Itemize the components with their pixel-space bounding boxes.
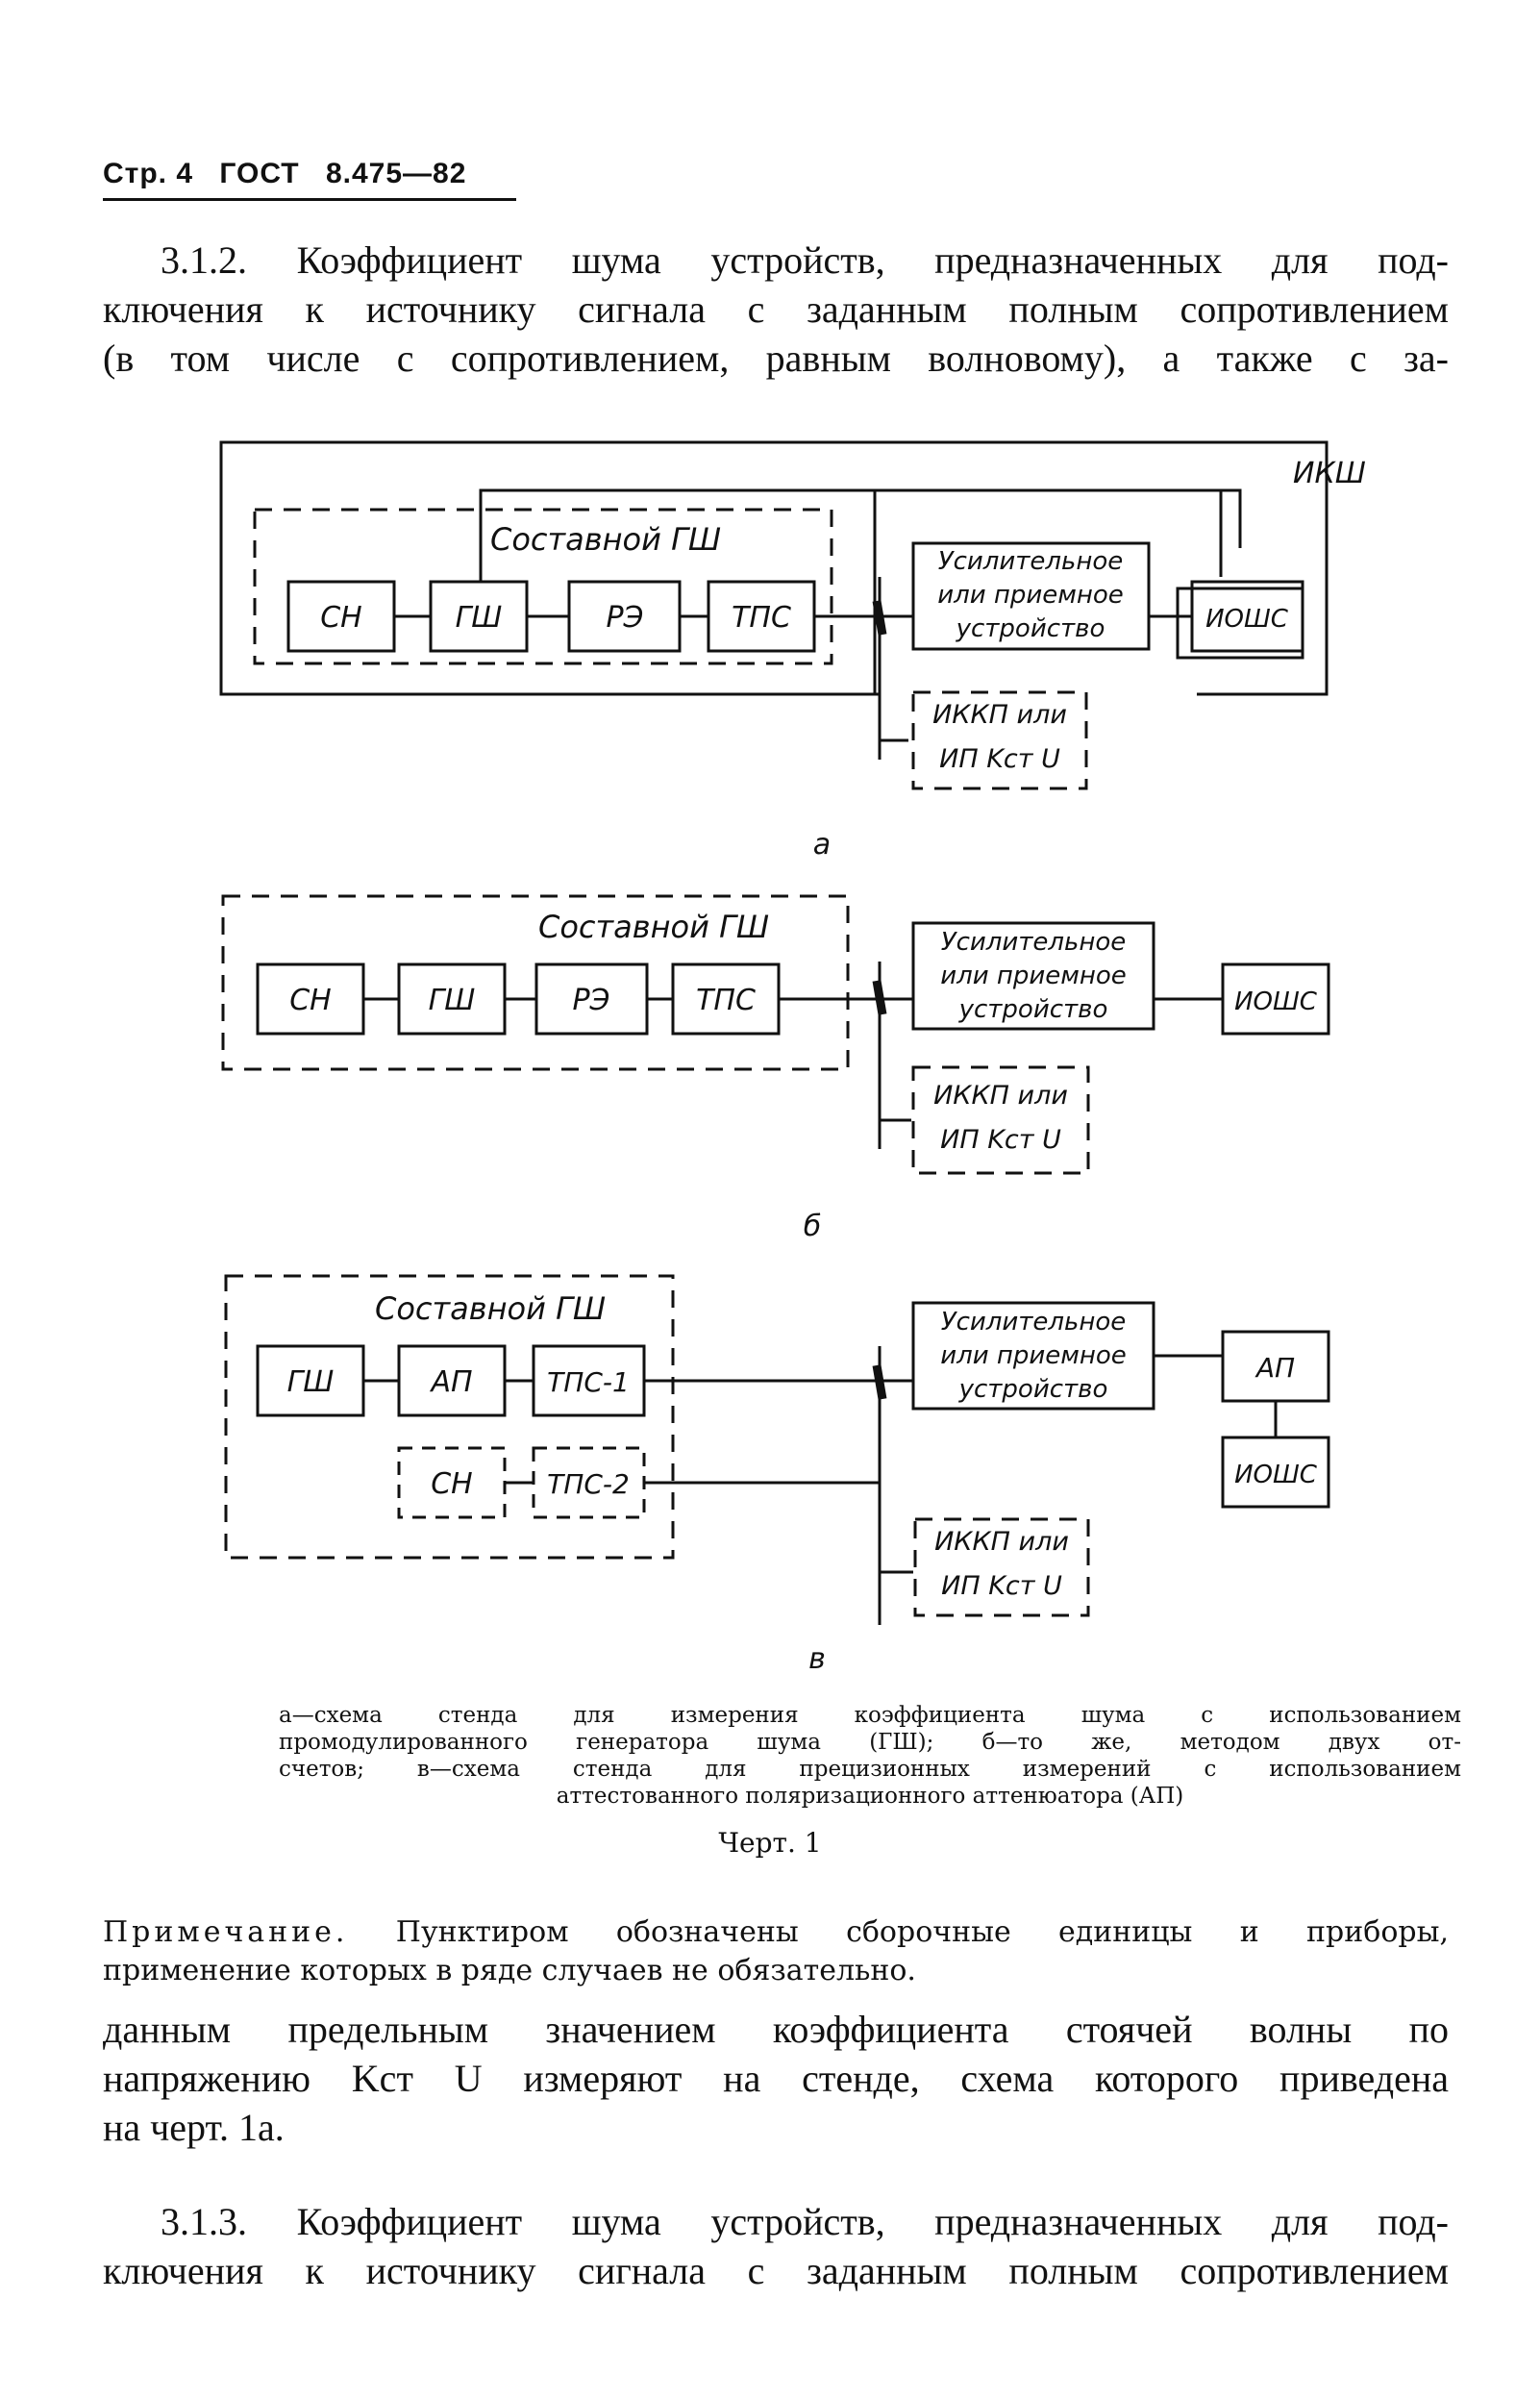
block-label: ТПС: [696, 984, 756, 1017]
amp-label-line: Усилительное: [938, 547, 1124, 576]
vswr-label-line: ИП Kст U: [940, 1125, 1061, 1155]
note-text: Пунктиром обозначены сборочные единицы и…: [395, 1915, 1449, 1949]
vswr-meter-block: [913, 1517, 1090, 1617]
diagram-letter: в: [808, 1642, 826, 1676]
page-header: Стр. 4 ГОСТ 8.475—82: [103, 158, 516, 201]
vswr-meter-block: [911, 690, 1088, 790]
ikh-label: ИКШ: [1293, 457, 1366, 490]
caption-line: счетов; в—схема стенда для прецизионных …: [279, 1757, 1461, 1782]
text-line: на черт. 1а.: [103, 2106, 285, 2149]
amp-label-line: устройство: [956, 614, 1105, 643]
diagram-v: [224, 1274, 1330, 1625]
header-underline: [103, 198, 516, 201]
note-label: Примечание.: [103, 1915, 349, 1949]
meter-block: [1221, 1436, 1330, 1509]
text-line: данным предельным значением коэффициента…: [103, 2008, 1449, 2051]
figure-caption: а—схема стенда для измерения коэффициент…: [279, 1702, 1461, 1810]
standard-label: ГОСТ: [219, 158, 300, 189]
amp-label-line: устройство: [958, 1375, 1108, 1404]
composite-generator-frame: [253, 508, 833, 665]
block-label: ТПС-2: [547, 1468, 630, 1500]
text-line: (в том числе с сопротивлением, равным во…: [103, 337, 1449, 380]
block-label: ГШ: [456, 601, 503, 635]
vswr-label-line: ИП Kст U: [941, 1571, 1062, 1601]
amp-label-line: или приемное: [937, 581, 1124, 610]
composite-generator-frame: [221, 894, 850, 1071]
caption-line: аттестованного поляризационного аттенюат…: [556, 1784, 1184, 1809]
amp-label-line: или приемное: [940, 1341, 1127, 1370]
standard-number: 8.475—82: [325, 158, 467, 189]
diagram-letter: б: [804, 1210, 822, 1243]
vswr-label-line: ИККП или: [932, 700, 1067, 730]
caption-line: промодулированного генератора шума (ГШ);…: [279, 1730, 1461, 1755]
amp-label-line: Усилительное: [941, 1308, 1127, 1337]
ikh-frame: [219, 440, 1329, 696]
paragraph-3-1-2-continued: данным предельным значением коэффициента…: [103, 2005, 1449, 2152]
text-line: ключения к источнику сигнала с заданным …: [103, 287, 1449, 331]
text-line: 3.1.3. Коэффициент шума устройств, предн…: [161, 2200, 1449, 2243]
meter-label: ИОШС: [1234, 1461, 1318, 1489]
meter-block: [1221, 962, 1330, 1036]
text-line: ключения к источнику сигнала с заданным …: [103, 2249, 1449, 2292]
attenuator-label: АП: [1254, 1352, 1295, 1384]
block-label: СН: [289, 984, 332, 1017]
amplifier-block: [911, 921, 1155, 1031]
amp-label-line: Усилительное: [941, 928, 1127, 957]
vswr-meter-block: [911, 1065, 1090, 1175]
meter-block: [1190, 580, 1304, 653]
vswr-label-line: ИККП или: [934, 1527, 1069, 1557]
block-label: АП: [429, 1365, 472, 1399]
group-label: Составной ГШ: [490, 521, 721, 558]
amplifier-block: [911, 541, 1151, 651]
amp-label-line: устройство: [958, 995, 1108, 1024]
block-label: ГШ: [287, 1365, 335, 1399]
meter-label: ИОШС: [1234, 987, 1318, 1016]
group-label: Составной ГШ: [375, 1290, 606, 1327]
text-line: 3.1.2. Коэффициент шума устройств, предн…: [161, 238, 1449, 282]
vswr-label-line: ИККП или: [933, 1081, 1068, 1111]
diagram-a: [219, 440, 1329, 790]
meter-label: ИОШС: [1205, 605, 1289, 634]
block-label: РЭ: [606, 601, 643, 635]
figure-number: Черт. 1: [718, 1827, 822, 1859]
block-label: ГШ: [429, 984, 476, 1017]
paragraph-3-1-2: 3.1.2. Коэффициент шума устройств, предн…: [103, 236, 1449, 383]
block-label: СН: [431, 1467, 473, 1501]
diagram-letter: а: [813, 828, 831, 862]
block-label: СН: [320, 601, 362, 635]
block-label: ТПС: [732, 601, 791, 635]
note: Примечание. Пунктиром обозначены сборочн…: [103, 1913, 1449, 1990]
note-text: применение которых в ряде случаев не обя…: [103, 1954, 916, 1987]
diagram-b: [221, 894, 1330, 1175]
amp-label-line: или приемное: [940, 962, 1127, 990]
block-label: РЭ: [572, 984, 609, 1017]
page-number: Стр. 4: [103, 158, 194, 189]
block-label: ТПС-1: [547, 1366, 630, 1398]
vswr-label-line: ИП Kст U: [939, 744, 1060, 774]
group-label: Составной ГШ: [538, 909, 769, 945]
text-line: напряжению Kст U измеряют на стенде, схе…: [103, 2057, 1449, 2100]
paragraph-3-1-3: 3.1.3. Коэффициент шума устройств, предн…: [103, 2197, 1449, 2295]
caption-line: а—схема стенда для измерения коэффициент…: [279, 1703, 1461, 1728]
composite-generator-frame: [224, 1274, 675, 1560]
